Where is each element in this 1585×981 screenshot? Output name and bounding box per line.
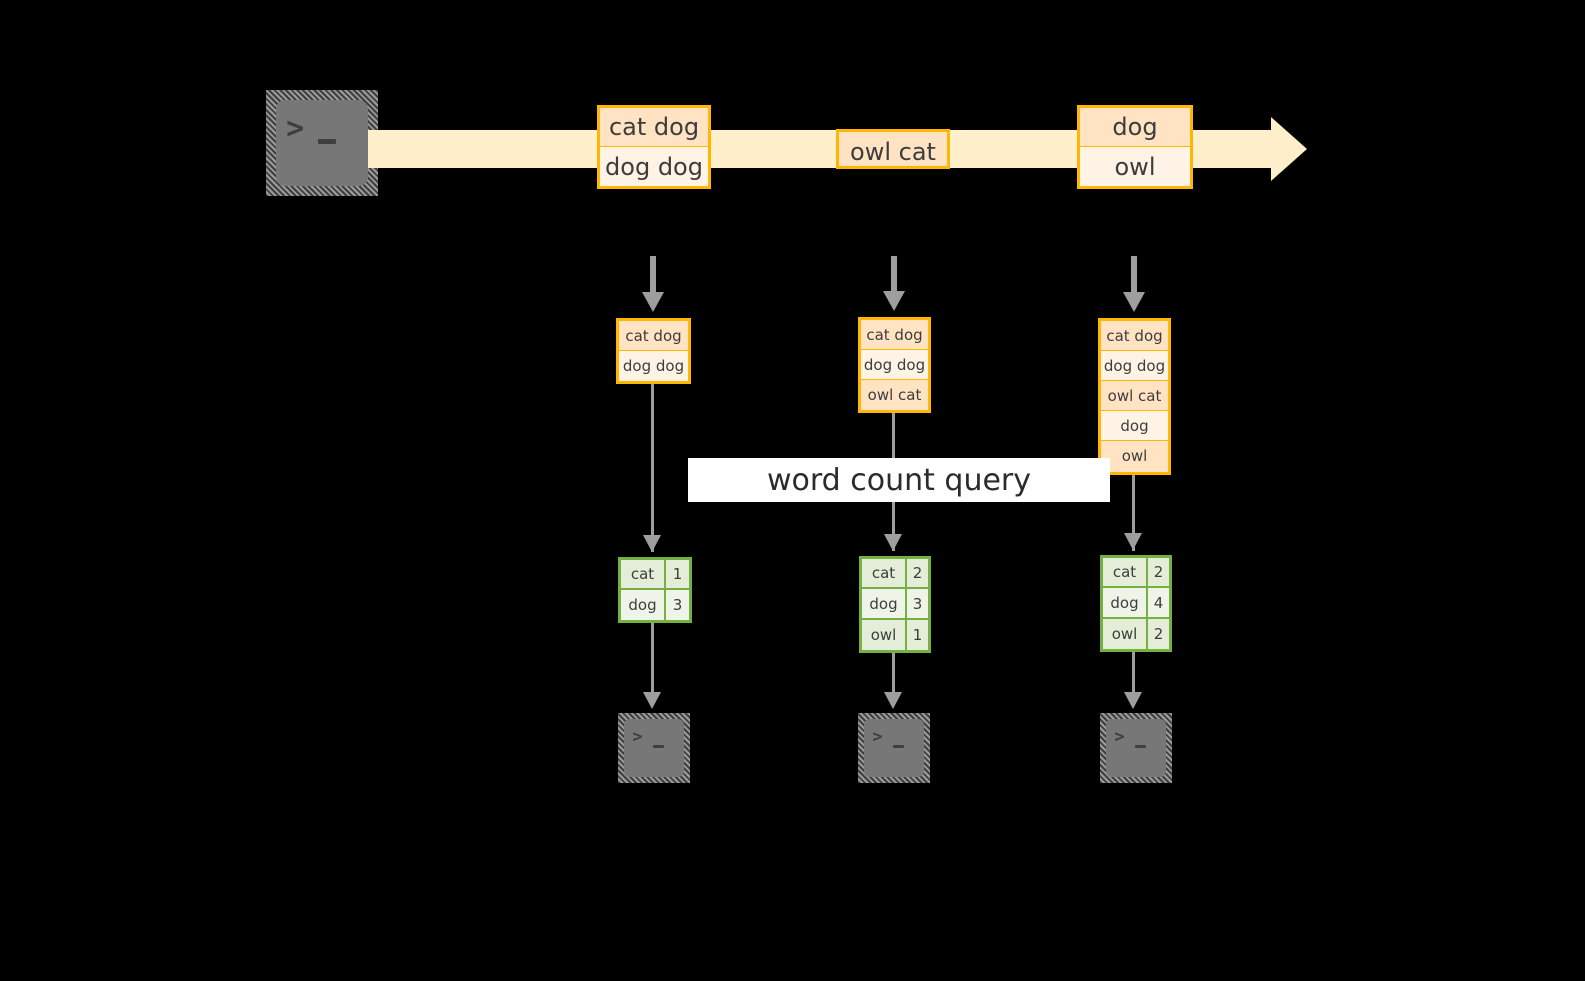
stream-arrow-head: [1271, 117, 1307, 181]
terminal-body: >: [1106, 719, 1166, 777]
terminal-body: >: [276, 100, 368, 186]
col2-query-arrowhead: [884, 534, 902, 551]
terminal-body: >: [624, 719, 684, 777]
col2-sink-terminal-icon: >: [858, 713, 930, 783]
stream-batch-3: dog owl: [1077, 105, 1193, 189]
col2-sink-line: [892, 653, 895, 698]
col1-sink-terminal-icon: >: [618, 713, 690, 783]
col2-result-count-1: 2: [912, 564, 923, 583]
stream-batch-1: cat dog dog dog: [597, 105, 711, 189]
col2-sink-arrowhead: [884, 692, 902, 709]
table-row: cat 1: [621, 560, 689, 591]
col3-query-arrowhead: [1124, 533, 1142, 550]
col3-input-line-5: owl: [1121, 447, 1148, 465]
col2-result-table: cat 2 dog 3 owl 1: [859, 556, 931, 653]
col1-result-word-1: cat: [621, 560, 666, 589]
col2-result-count-2: 3: [912, 594, 923, 613]
stream-batch-2-line-1: owl cat: [850, 137, 936, 166]
terminal-prompt-glyph: >: [286, 110, 305, 146]
col2-dashed-segment: [891, 256, 897, 292]
source-terminal-icon: >: [266, 90, 378, 196]
col2-result-word-1: cat: [862, 559, 907, 588]
table-row: dog 4: [1103, 588, 1169, 619]
col3-input-line-1: cat dog: [1101, 321, 1168, 351]
col1-sink-line: [651, 623, 654, 698]
col1-input-line-2: dog dog: [619, 351, 688, 381]
col3-input-arrowhead: [1123, 292, 1145, 312]
col1-result-count-1: 1: [672, 565, 683, 584]
stream-batch-1-line-2: dog dog: [600, 147, 708, 186]
table-row: cat 2: [862, 559, 928, 590]
col1-input-box: cat dog dog dog: [616, 318, 691, 384]
col3-dashed-segment: [1131, 256, 1137, 292]
col3-result-word-3: owl: [1103, 618, 1148, 649]
col3-sink-terminal-icon: >: [1100, 713, 1172, 783]
col3-result-word-1: cat: [1103, 558, 1148, 587]
col3-query-line: [1132, 475, 1135, 551]
col1-input-arrowhead: [642, 292, 664, 312]
col3-sink-line: [1132, 652, 1135, 698]
col2-input-box: cat dog dog dog owl cat: [858, 317, 931, 413]
col1-dashed-segment: [650, 256, 656, 292]
col3-input-box: cat dog dog dog owl cat dog owl: [1098, 318, 1171, 475]
terminal-body: >: [864, 719, 924, 777]
col2-input-line-3: owl cat: [867, 386, 922, 404]
col3-sink-arrowhead: [1124, 692, 1142, 709]
stream-batch-1-line-1: cat dog: [600, 108, 708, 147]
table-row: dog 3: [621, 590, 689, 620]
col2-result-count-3: 1: [912, 625, 923, 644]
stream-batch-3-line-1: dog: [1080, 108, 1190, 147]
col2-input-line-2: dog dog: [861, 350, 928, 380]
table-row: owl 2: [1103, 618, 1169, 649]
col3-input-line-2: dog dog: [1101, 351, 1168, 381]
col1-sink-arrowhead: [643, 692, 661, 709]
col3-result-count-1: 2: [1153, 563, 1164, 582]
col3-result-count-2: 4: [1153, 593, 1164, 612]
col2-input-arrowhead: [883, 291, 905, 311]
col1-result-count-2: 3: [672, 596, 683, 615]
col3-input-line-3: owl cat: [1101, 381, 1168, 411]
col2-result-word-2: dog: [862, 589, 907, 618]
terminal-prompt-glyph: >: [1114, 727, 1125, 748]
stream-batch-3-line-2: owl: [1080, 147, 1190, 186]
terminal-cursor-glyph: [1134, 744, 1146, 748]
table-row: cat 2: [1103, 558, 1169, 589]
query-label: word count query: [688, 458, 1110, 502]
terminal-cursor-glyph: [318, 138, 337, 144]
terminal-cursor-glyph: [652, 744, 664, 748]
col1-result-word-2: dog: [621, 590, 666, 620]
stream-batch-2: owl cat: [836, 129, 950, 169]
terminal-prompt-glyph: >: [632, 727, 643, 748]
col1-query-arrowhead: [643, 535, 661, 552]
col3-result-word-2: dog: [1103, 588, 1148, 617]
col1-input-line-1: cat dog: [619, 321, 688, 351]
col3-result-count-3: 2: [1153, 624, 1164, 643]
col3-input-line-4: dog: [1101, 411, 1168, 441]
table-row: owl 1: [862, 619, 928, 650]
table-row: dog 3: [862, 589, 928, 620]
col2-input-line-1: cat dog: [861, 320, 928, 350]
terminal-prompt-glyph: >: [872, 727, 883, 748]
terminal-cursor-glyph: [892, 744, 904, 748]
col2-result-word-3: owl: [862, 619, 907, 650]
col1-query-line: [651, 384, 654, 552]
col3-result-table: cat 2 dog 4 owl 2: [1100, 555, 1172, 652]
col1-result-table: cat 1 dog 3: [618, 557, 692, 623]
